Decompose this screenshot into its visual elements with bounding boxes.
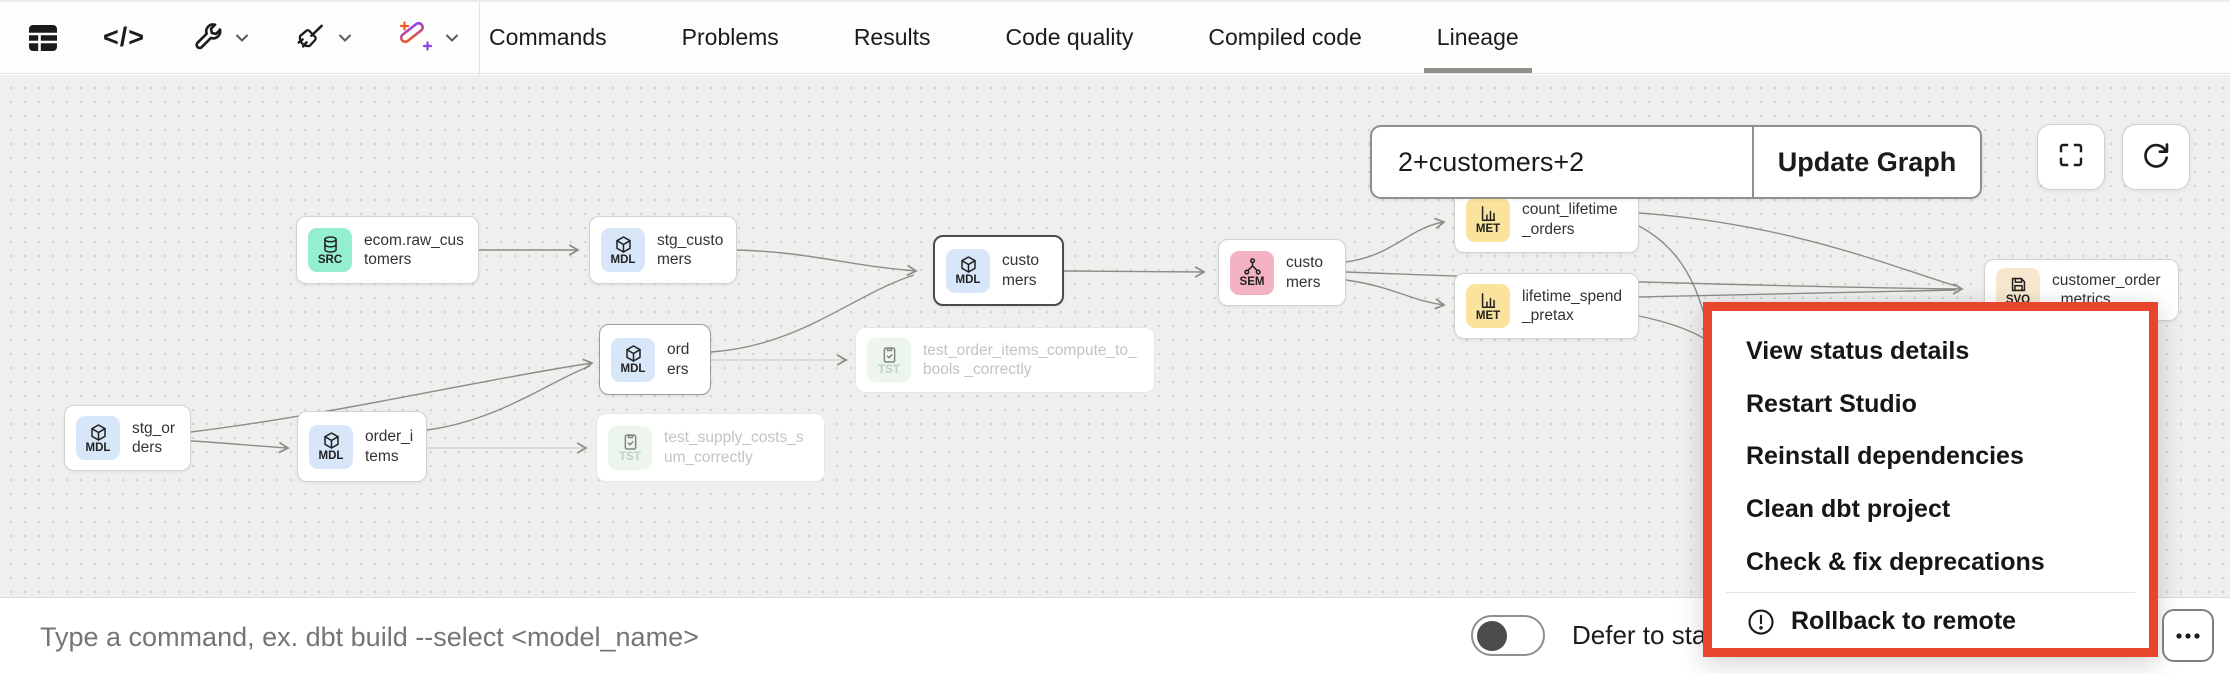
warning-icon [1746, 607, 1776, 637]
chevron-down-icon[interactable] [443, 29, 461, 47]
menu-item-rollback-to-remote[interactable]: Rollback to remote [1712, 595, 2149, 648]
menu-item-label: Restart Studio [1746, 389, 1917, 418]
node-label: lifetime_spend_pretax [1522, 287, 1622, 324]
defer-label: Defer to sta [1572, 620, 1707, 650]
update-graph-button[interactable]: Update Graph [1777, 146, 1957, 177]
node-order-items[interactable]: MDL order_items [297, 411, 427, 482]
node-label: count_lifetime_orders [1522, 201, 1618, 238]
menu-item-label: Check & fix deprecations [1746, 547, 2045, 576]
tab-commands[interactable]: Commands [489, 24, 607, 50]
tab-lineage[interactable]: Lineage [1423, 2, 1532, 73]
node-label: stg_customers [657, 231, 724, 268]
more-options-button[interactable] [2162, 609, 2214, 662]
cube-icon: MDL [946, 248, 990, 293]
tab-problems[interactable]: Problems [681, 24, 779, 50]
graph-selector-input[interactable] [1372, 127, 1752, 197]
graph-selector: Update Graph [1370, 125, 1982, 199]
panel-tabs: Commands Problems Results Code quality Compi… [480, 2, 1532, 73]
menu-item-clean-dbt-project[interactable]: Clean dbt project [1712, 483, 2149, 536]
node-label: orders [667, 341, 690, 378]
node-customers-model[interactable]: MDL customers [933, 235, 1064, 306]
ellipsis-icon [2175, 627, 2201, 645]
refresh-icon [2140, 139, 2172, 176]
node-test-supply-costs[interactable]: TST test_supply_costs_sum_correctly [596, 413, 825, 482]
menu-item-label: Clean dbt project [1746, 494, 1951, 523]
top-toolbar: </> [0, 0, 2230, 75]
menu-item-label: Reinstall dependencies [1746, 442, 2024, 471]
node-stg-customers[interactable]: MDL stg_customers [589, 216, 737, 284]
cube-icon: MDL [611, 337, 655, 382]
toggle-knob [1477, 620, 1507, 651]
chevron-down-icon[interactable] [336, 29, 354, 47]
test-icon: TST [608, 425, 652, 470]
menu-item-label: View status details [1746, 336, 1970, 365]
node-lifetime-spend-pretax[interactable]: MET lifetime_spend_pretax [1454, 273, 1639, 339]
code-icon[interactable]: </> [103, 22, 146, 52]
toolbar-divider [479, 0, 481, 75]
test-icon: TST [867, 338, 911, 382]
chart-icon: MET [1466, 197, 1510, 242]
node-customers-semantic[interactable]: SEM customers [1218, 239, 1346, 306]
broom-icon[interactable] [293, 21, 327, 54]
node-test-order-items[interactable]: TST test_order_items_compute_to_bools _co… [855, 327, 1155, 393]
menu-item-label: Rollback to remote [1791, 607, 2017, 636]
cube-icon: MDL [76, 416, 120, 460]
chevron-down-icon[interactable] [233, 29, 251, 47]
fullscreen-button[interactable] [2037, 124, 2105, 190]
defer-toggle[interactable] [1471, 615, 1545, 656]
node-orders[interactable]: MDL orders [599, 324, 711, 395]
menu-item-reinstall-dependencies[interactable]: Reinstall dependencies [1712, 430, 2149, 483]
tab-results[interactable]: Results [853, 24, 931, 50]
node-ecom-raw-customers[interactable]: SRC ecom.raw_customers [296, 216, 479, 284]
node-label: order_items [365, 428, 414, 465]
database-icon: SRC [308, 228, 352, 272]
magic-wand-icon[interactable] [394, 20, 434, 56]
selector-divider [1752, 127, 1754, 197]
node-label: test_order_items_compute_to_bools _corre… [923, 341, 1137, 378]
menu-item-check-fix-deprecations[interactable]: Check & fix deprecations [1712, 536, 2149, 589]
cube-icon: MDL [601, 228, 645, 272]
tab-code-quality[interactable]: Code quality [1005, 24, 1134, 50]
semantic-icon: SEM [1230, 250, 1274, 295]
node-label: customers [1286, 254, 1324, 291]
node-label: stg_orders [132, 419, 176, 456]
node-label: customers [1002, 252, 1040, 289]
node-label: ecom.raw_customers [364, 231, 464, 268]
menu-divider [1726, 592, 2135, 594]
chart-icon: MET [1466, 284, 1510, 328]
refresh-button[interactable] [2122, 124, 2190, 190]
command-input[interactable] [38, 616, 1338, 658]
node-label: test_supply_costs_sum_correctly [664, 429, 804, 466]
fullscreen-icon [2056, 140, 2086, 175]
tab-compiled-code[interactable]: Compiled code [1208, 24, 1362, 50]
menu-item-view-status-details[interactable]: View status details [1712, 325, 2149, 378]
menu-item-restart-studio[interactable]: Restart Studio [1712, 378, 2149, 431]
wrench-icon[interactable] [191, 21, 224, 54]
table-icon[interactable] [27, 23, 59, 53]
node-stg-orders[interactable]: MDL stg_orders [64, 405, 191, 471]
cube-icon: MDL [309, 424, 353, 469]
